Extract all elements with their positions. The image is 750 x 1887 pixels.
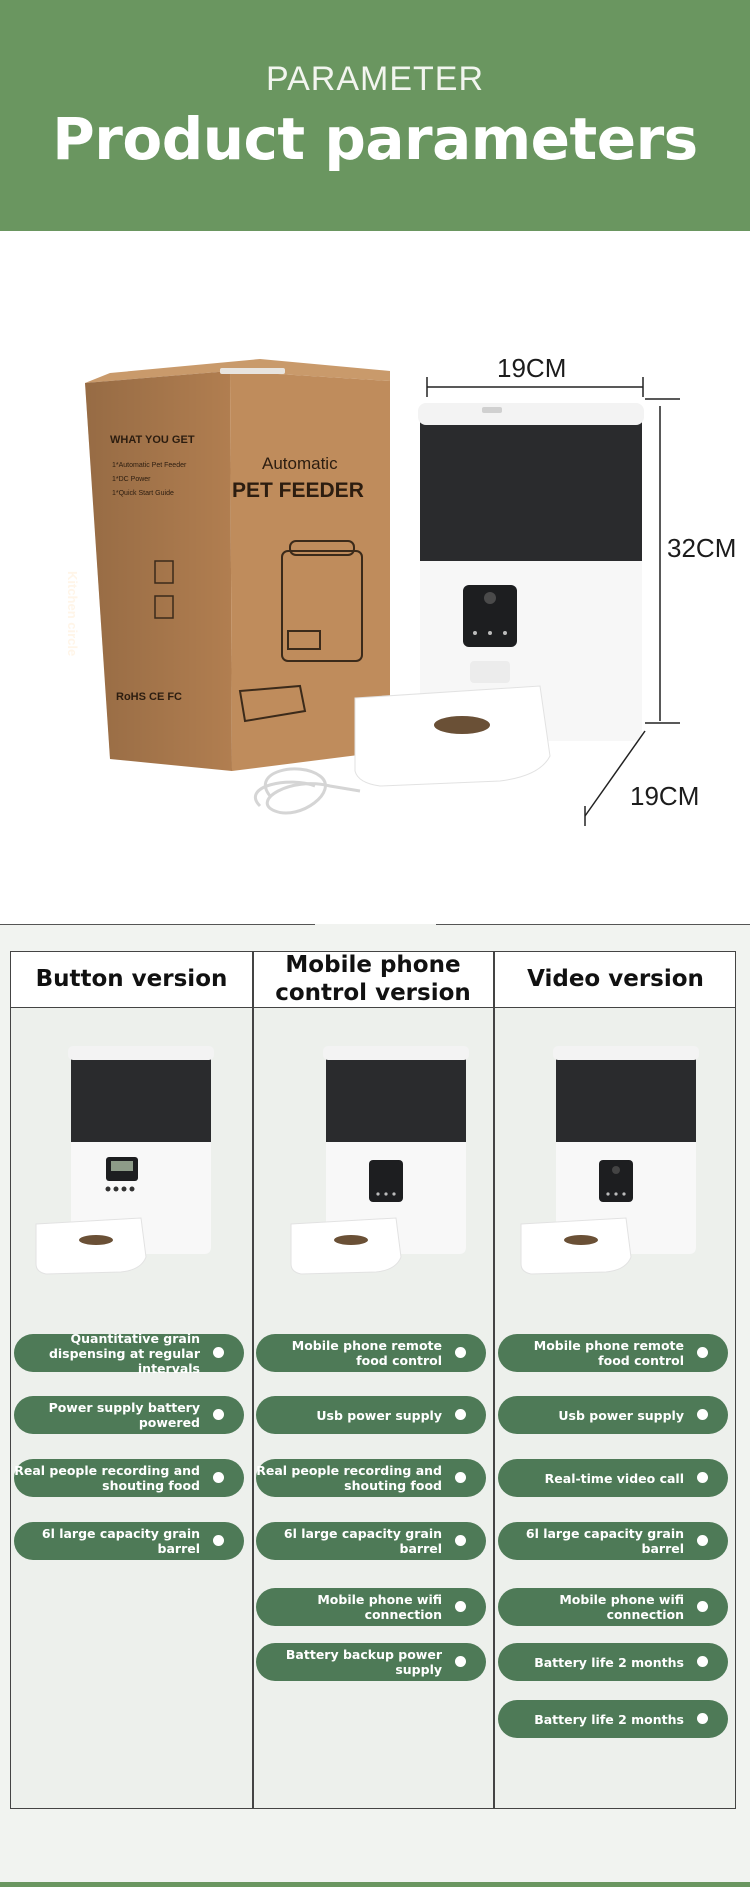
feature-pill: Real people recording and shouting food	[256, 1459, 486, 1497]
feature-dot-icon	[455, 1472, 466, 1483]
feature-pill: Power supply battery powered	[14, 1396, 244, 1434]
feature-pill: 6l large capacity grain barrel	[498, 1522, 728, 1560]
feature-pill: 6l large capacity grain barrel	[256, 1522, 486, 1560]
feature-dot-icon	[455, 1347, 466, 1358]
feature-dot-icon	[455, 1535, 466, 1546]
dimension-width: 19CM	[497, 353, 567, 383]
feature-pill: 6l large capacity grain barrel	[14, 1522, 244, 1560]
feature-pill: Mobile phone remote food control	[498, 1334, 728, 1372]
dimension-depth: 19CM	[630, 781, 700, 811]
box-heading: WHAT YOU GET	[110, 434, 195, 446]
feature-pill: Real people recording and shouting food	[14, 1459, 244, 1497]
feeder-image-mobile-version	[290, 1046, 469, 1275]
feature-pill: Mobile phone wifi connection	[256, 1588, 486, 1626]
feature-dot-icon	[213, 1347, 224, 1358]
version-comparison: Button version Mobile phone control vers…	[0, 924, 750, 1887]
feature-dot-icon	[213, 1535, 224, 1546]
box-brand-line2: PET FEEDER	[232, 479, 364, 502]
feature-dot-icon	[697, 1347, 708, 1358]
feature-dot-icon	[697, 1472, 708, 1483]
feature-dot-icon	[697, 1601, 708, 1612]
header-banner: PARAMETER Product parameters	[0, 0, 750, 231]
box-brand-line1: Automatic	[262, 454, 338, 473]
packaging-box	[85, 359, 390, 771]
box-item: 1*DC Power	[112, 476, 151, 483]
box-item-list: 1*Automatic Pet Feeder 1*DC Power 1*Quic…	[112, 459, 186, 501]
box-item: 1*Automatic Pet Feeder	[112, 462, 187, 469]
box-item: 1*Quick Start Guide	[112, 490, 174, 497]
feature-pill: Quantitative grain dispensing at regular…	[14, 1331, 244, 1376]
feature-pill: Battery life 2 months	[498, 1700, 728, 1738]
feature-pill: Usb power supply	[256, 1396, 486, 1434]
box-side-text: Kitchen circle	[65, 571, 80, 657]
dimension-lines	[426, 377, 680, 826]
column-title-button-version: Button version	[35, 966, 228, 993]
dimension-height: 32CM	[667, 533, 737, 563]
feeder-image-video-version	[520, 1046, 699, 1275]
product-hero: 19CM 32CM 19CM WHAT YOU GET Automatic PE…	[0, 231, 750, 921]
header-subtitle: PARAMETER	[265, 60, 485, 98]
feature-dot-icon	[697, 1656, 708, 1667]
table-header	[11, 952, 735, 1008]
feature-dot-icon	[697, 1409, 708, 1420]
feature-dot-icon	[213, 1409, 224, 1420]
feature-pill: Mobile phone wifi connection	[498, 1588, 728, 1626]
feature-dot-icon	[455, 1601, 466, 1612]
column-title-video-version: Video version	[527, 966, 704, 993]
feature-dot-icon	[455, 1409, 466, 1420]
box-certs: RoHS CE FC	[116, 691, 182, 703]
pet-feeder	[354, 403, 644, 787]
feature-pill: Mobile phone remote food control	[256, 1334, 486, 1372]
column-title-mobile-version: Mobile phone control version	[275, 952, 471, 1006]
power-cable	[253, 767, 361, 815]
page-title: Product parameters	[52, 105, 698, 173]
footer-bar	[0, 1882, 750, 1887]
feeder-image-button-version	[35, 1046, 214, 1275]
feature-dot-icon	[213, 1472, 224, 1483]
feature-pill: Battery life 2 months	[498, 1643, 728, 1681]
feature-dot-icon	[455, 1656, 466, 1667]
feature-dot-icon	[697, 1713, 708, 1724]
feature-pill: Battery backup power supply	[256, 1643, 486, 1681]
product-illustration	[85, 359, 680, 826]
feature-pill: Real-time video call	[498, 1459, 728, 1497]
comparison-table: Button version Mobile phone control vers…	[10, 951, 736, 1809]
feature-dot-icon	[697, 1535, 708, 1546]
feature-pill: Usb power supply	[498, 1396, 728, 1434]
